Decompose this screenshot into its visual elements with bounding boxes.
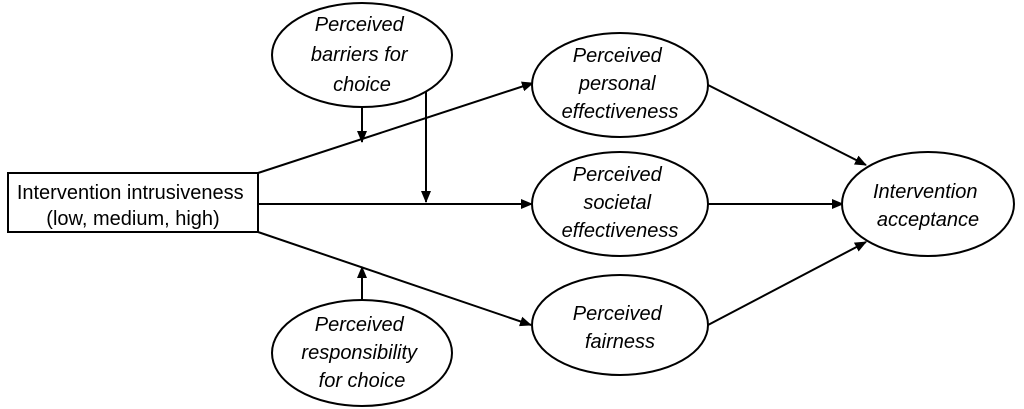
node-perceived-responsibility-for-choice: Perceived responsibility for choice [271, 299, 453, 407]
node-perceived-societal-effectiveness: Perceived societal effectiveness [531, 151, 709, 257]
node-perceived-personal-effectiveness-label: Perceived personal effectiveness [562, 45, 679, 123]
node-perceived-fairness: Perceived fairness [531, 274, 709, 376]
node-intervention-intrusiveness-label: Intervention intrusiveness (low, medium,… [17, 182, 249, 230]
node-perceived-personal-effectiveness: Perceived personal effectiveness [531, 32, 709, 138]
node-perceived-fairness-label: Perceived fairness [573, 303, 668, 353]
node-intervention-acceptance-label: Intervention acceptance [873, 181, 983, 231]
node-perceived-barriers-for-choice-label: Perceived barriers for choice [311, 14, 413, 96]
node-perceived-responsibility-for-choice-label: Perceived responsibility for choice [301, 314, 422, 392]
arrow-personal-to-acceptance [707, 84, 867, 166]
arrow-fairness-to-acceptance [707, 241, 867, 326]
node-perceived-barriers-for-choice: Perceived barriers for choice [271, 2, 453, 108]
node-perceived-societal-effectiveness-label: Perceived societal effectiveness [562, 164, 679, 242]
arrow-intrusiveness-to-fairness [257, 231, 532, 327]
node-intervention-acceptance: Intervention acceptance [841, 151, 1015, 257]
arrow-intrusiveness-to-personal [257, 81, 534, 174]
node-intervention-intrusiveness: Intervention intrusiveness (low, medium,… [7, 172, 259, 233]
